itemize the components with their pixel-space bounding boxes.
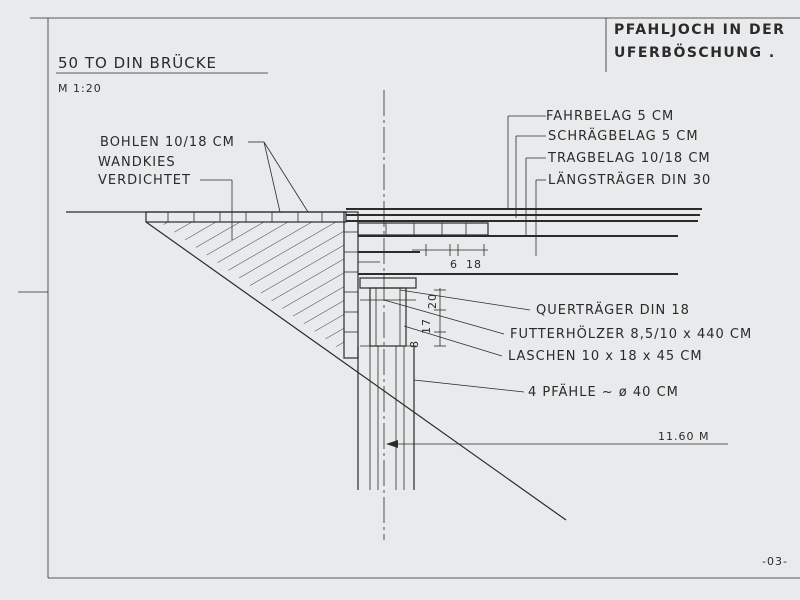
label-tragbelag: TRAGBELAG 10/18 CM [547, 151, 711, 166]
tragbelag-plank-joints [385, 223, 467, 235]
dim-6: 6 [450, 258, 458, 271]
abutment-wall-joints [344, 231, 358, 333]
label-futterhoelzer: FUTTERHÖLZER 8,5/10 x 440 CM [510, 325, 752, 342]
dim-18: 18 [466, 258, 482, 271]
tragbelag-planks [357, 222, 489, 236]
label-wandkies-1: WANDKIES [98, 155, 176, 170]
dim-17: 17 [420, 318, 433, 334]
embankment-hatch [160, 222, 344, 352]
subtitle: 50 TO DIN BRÜCKE [58, 53, 217, 72]
leaders-left [200, 141, 309, 240]
scale-label: M 1:20 [58, 82, 102, 95]
label-pfaehle: 4 PFÄHLE ~ ø 40 CM [528, 384, 679, 400]
laengstraeger-beam [358, 251, 678, 275]
slope-line [145, 221, 567, 521]
label-laschen: LASCHEN 10 x 18 x 45 CM [508, 349, 703, 364]
label-bohlen: BOHLEN 10/18 CM [100, 135, 235, 150]
label-quertraeger: QUERTRÄGER DIN 18 [536, 302, 690, 318]
page-number: -03- [762, 555, 788, 568]
abutment-wall [343, 211, 359, 359]
label-wandkies-2: VERDICHTET [98, 173, 191, 188]
piles [357, 346, 415, 490]
quertraeger-pile-head [359, 277, 417, 347]
length-dimension [386, 440, 728, 448]
bohlen-plank-joints [167, 212, 323, 222]
label-laengstraeger: LÄNGSTRÄGER DIN 30 [548, 172, 711, 188]
dimension-vertical [434, 288, 446, 347]
dim-20: 20 [426, 293, 439, 309]
dimension-6-18 [412, 244, 488, 256]
title-line2: UFERBÖSCHUNG . [614, 43, 776, 61]
label-schraegbelag: SCHRÄGBELAG 5 CM [548, 128, 699, 144]
label-fahrbelag: FAHRBELAG 5 CM [546, 109, 674, 124]
dim-8: 8 [408, 340, 421, 348]
label-length: 11.60 M [658, 430, 709, 443]
leaders-right [383, 115, 546, 393]
title-line1: PFAHLJOCH IN DER [614, 22, 785, 38]
